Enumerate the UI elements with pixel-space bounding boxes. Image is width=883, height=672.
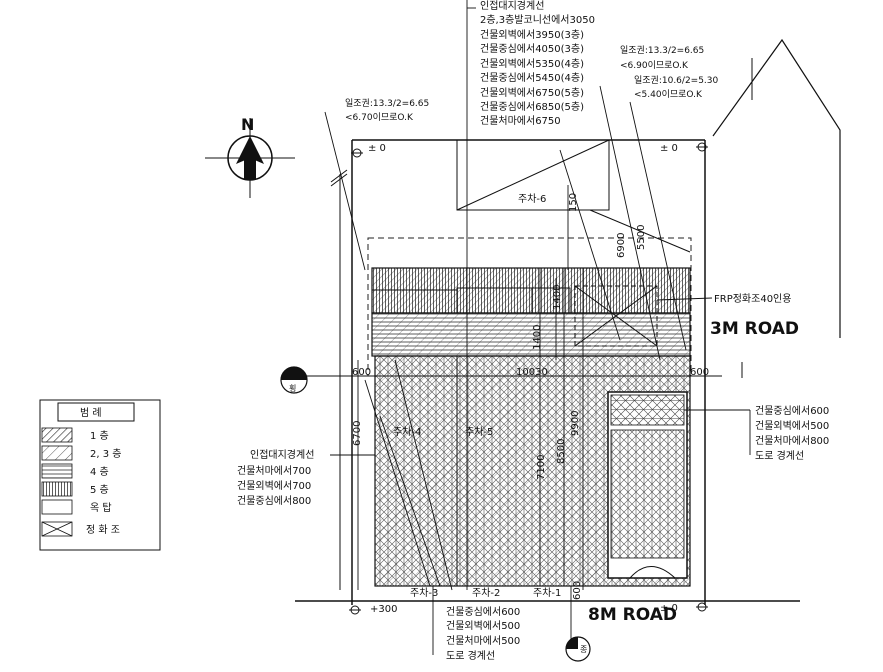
top-notes: 인접대지경계선 2층,3층발코니선에서3050 건물외벽에서3950(3층) 건…: [480, 0, 595, 127]
north-arrow: N: [205, 115, 295, 198]
right-notes: 건물중심에서600 건물외벽에서500 건물처마에서800 도로 경계선: [755, 405, 829, 462]
dim-label: 6700: [352, 421, 363, 446]
top-note: 건물중심에서6850(5층): [480, 101, 584, 113]
sunlight-right-a-1: 일조권:13.3/2=6.65: [620, 44, 704, 56]
dim-label: 600: [572, 581, 583, 600]
legend-swatch-4f: [41, 463, 73, 479]
legend-label: 5 층: [90, 484, 109, 496]
parking-label: 주차-4: [393, 426, 421, 438]
level-bottom-right: ± 0: [660, 603, 678, 614]
parking-6-area: [456, 139, 691, 253]
legend-title: 범 례: [80, 407, 102, 419]
right-note: 건물중심에서600: [755, 405, 829, 417]
dim-label: 600: [690, 367, 709, 378]
level-top-right: ± 0: [660, 143, 678, 154]
legend-swatch-5f: [41, 481, 73, 497]
top-note: 건물외벽에서3950(3층): [480, 29, 584, 41]
section-mark-south: 종: [565, 636, 591, 662]
adjacent-parcel-outline: [712, 38, 841, 378]
legend-swatch-1f: [41, 427, 73, 443]
top-note: 건물중심에서5450(4층): [480, 72, 584, 84]
dim-label: 10030: [516, 367, 548, 378]
legend-swatch-rooftop: [41, 499, 73, 515]
bottom-note: 건물외벽에서500: [446, 620, 520, 632]
dim-label: 1400: [532, 325, 543, 350]
left-note: 건물중심에서800: [237, 495, 311, 507]
right-note: 건물처마에서800: [755, 435, 829, 447]
legend: 범 례 1 층 2, 3 층 4 층 5 층 옥 탑 정 화 조: [39, 399, 161, 551]
top-note: 건물중심에서4050(3층): [480, 43, 584, 55]
legend-label: 4 층: [90, 466, 109, 478]
north-label: N: [241, 115, 254, 134]
building-floors: [371, 267, 691, 587]
legend-label: 1 층: [90, 430, 109, 442]
parking-labels: 주차-6 주차-4 주차-5 주차-3 주차-2 주차-1: [393, 193, 561, 599]
dim-label: 6900: [616, 233, 627, 258]
parking-label: 주차-2: [472, 587, 500, 599]
top-note: 인접대지경계선: [480, 0, 544, 12]
dim-label: 5500: [636, 225, 647, 250]
parking-label: 주차-1: [533, 587, 561, 599]
road-label-east: 3M ROAD: [710, 319, 799, 339]
dimension-lines: [300, 0, 751, 655]
dim-label: 600: [352, 367, 371, 378]
section-label-south: 종: [580, 645, 587, 654]
dim-label: 8500: [556, 439, 567, 464]
dim-label: 150: [568, 193, 579, 212]
dim-label: 9900: [570, 411, 581, 436]
sunlight-left-1: 일조권:13.3/2=6.65: [345, 97, 429, 109]
bottom-notes: 건물중심에서600 건물외벽에서500 건물처마에서500 도로 경계선: [446, 606, 520, 662]
legend-label: 2, 3 층: [90, 448, 121, 460]
legend-swatch-septic: [41, 521, 73, 537]
legend-label: 옥 탑: [90, 502, 112, 514]
bottom-note: 건물중심에서600: [446, 606, 520, 618]
sunlight-notes: 일조권:13.3/2=6.65 <6.70이므로O.K 일조권:13.3/2=6…: [345, 44, 719, 123]
sunlight-right-b-1: 일조권:10.6/2=5.30: [634, 74, 719, 86]
right-note: 도로 경계선: [755, 449, 804, 462]
level-bottom-left: +300: [370, 604, 397, 615]
right-note: 건물외벽에서500: [755, 420, 829, 432]
dim-label: 7100: [536, 455, 547, 480]
frp-label: FRP정화조40인용: [714, 293, 791, 305]
left-notes: 인접대지경계선 건물처마에서700 건물외벽에서700 건물중심에서800: [237, 448, 314, 507]
left-note: 인접대지경계선: [250, 448, 314, 461]
parking-label: 주차-6: [518, 193, 546, 205]
parking-label: 주차-5: [465, 426, 493, 438]
top-note: 건물외벽에서5350(4층): [480, 58, 584, 70]
section-label-west: 횡: [289, 383, 296, 393]
dimension-labels: 150 6900 5500 1400 1400 10030 6700 7100 …: [352, 193, 709, 600]
level-top-left: ± 0: [368, 143, 386, 154]
section-mark-west: 횡: [280, 366, 308, 394]
sunlight-right-a-2: <6.90이므로O.K: [620, 60, 689, 71]
dim-label: 1400: [552, 285, 563, 310]
sunlight-setback-lines: [324, 85, 687, 591]
parking-label: 주차-3: [410, 587, 438, 599]
bottom-note: 도로 경계선: [446, 649, 495, 662]
top-note: 건물처마에서6750: [480, 115, 561, 127]
level-marks: [349, 142, 708, 615]
bottom-note: 건물처마에서500: [446, 635, 520, 647]
road-label-south: 8M ROAD: [588, 605, 677, 625]
top-note: 2층,3층발코니선에서3050: [480, 14, 595, 26]
left-note: 건물외벽에서700: [237, 480, 311, 492]
sunlight-right-b-2: <5.40이므로O.K: [634, 89, 703, 100]
legend-label: 정 화 조: [86, 524, 120, 536]
legend-swatch-2-3f: [41, 445, 73, 461]
sunlight-left-2: <6.70이므로O.K: [345, 112, 414, 123]
frp-septic-tank: [574, 285, 713, 347]
top-note: 건물외벽에서6750(5층): [480, 87, 584, 99]
left-note: 건물처마에서700: [237, 465, 311, 477]
